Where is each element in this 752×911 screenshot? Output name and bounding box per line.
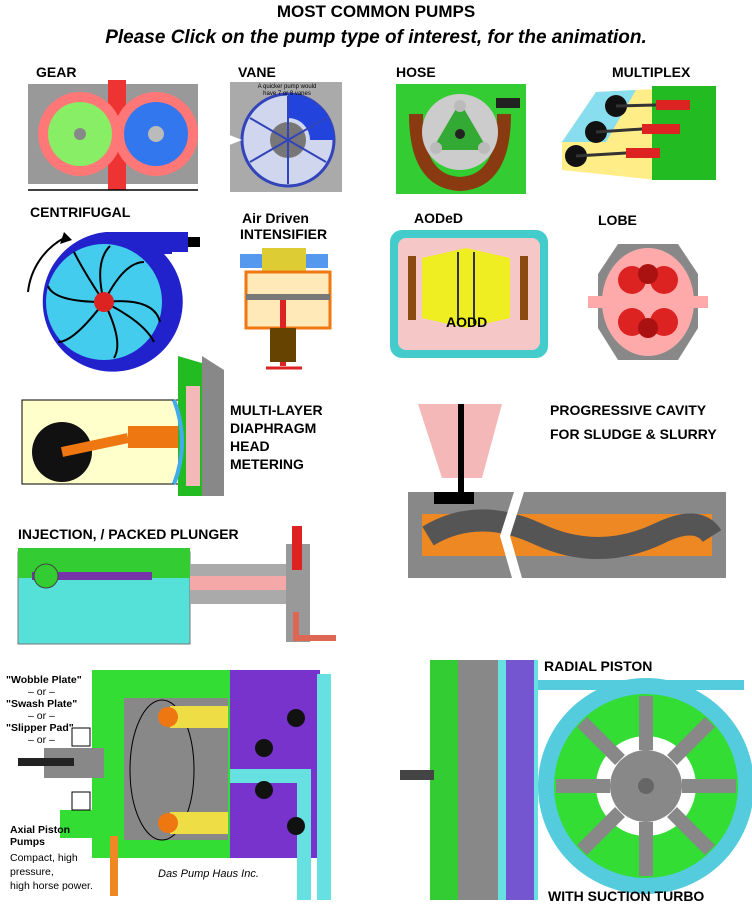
axial-alt-5: "Slipper Pad" [6, 722, 74, 734]
intensifier-pump-link[interactable]: Air Driven INTENSIFIER [232, 208, 342, 378]
lobe-pump-link[interactable]: LOBE [588, 210, 708, 368]
aoded-pump-icon [390, 230, 548, 358]
multiplex-label: MULTIPLEX [612, 64, 691, 80]
progressive-cavity-pump-link[interactable]: PROGRESSIVE CAVITY FOR SLUDGE & SLURRY [398, 396, 744, 586]
hose-pump-icon [396, 84, 526, 194]
axial-label-2: Pumps [10, 836, 46, 848]
multiplex-pump-icon [562, 86, 716, 180]
lobe-label: LOBE [598, 212, 637, 228]
vane-note: A quicker pump would have 7 or 8 vanes [257, 84, 317, 97]
axial-desc-3: high horse power. [10, 880, 93, 892]
diaphragm-label-1: MULTI-LAYER [230, 402, 323, 418]
diaphragm-pump-icon [21, 356, 224, 496]
injection-pump-link[interactable]: INJECTION, / PACKED PLUNGER [16, 520, 346, 652]
axial-piston-pump-icon [18, 670, 331, 900]
diaphragm-pump-link[interactable]: MULTI-LAYER DIAPHRAGM HEAD METERING [18, 356, 348, 496]
axial-alt-6: – or – [28, 734, 55, 746]
radial-piston-pump-icon [400, 660, 752, 900]
page-subtitle: Please Click on the pump type of interes… [105, 27, 647, 48]
credit-text: Das Pump Haus Inc. [158, 868, 259, 880]
progressive-label-1: PROGRESSIVE CAVITY [550, 402, 707, 418]
gear-pump-link[interactable]: GEAR [18, 62, 208, 197]
lobe-pump-icon [588, 244, 708, 360]
multiplex-pump-link[interactable]: MULTIPLEX [556, 62, 724, 187]
vane-label: VANE [238, 64, 276, 80]
gear-pump-icon [28, 80, 198, 191]
diaphragm-label-2: DIAPHRAGM [230, 420, 317, 436]
injection-label: INJECTION, / PACKED PLUNGER [18, 526, 239, 542]
axial-alt-4: – or – [28, 710, 55, 722]
diaphragm-label-4: METERING [230, 456, 304, 472]
vane-pump-link[interactable]: VANE A quicker pump would have 7 or 8 va… [222, 62, 347, 197]
axial-alt-3: "Swash Plate" [6, 698, 78, 710]
radial-sublabel: WITH SUCTION TURBO [548, 888, 705, 904]
diaphragm-label-3: HEAD [230, 438, 270, 454]
centrifugal-pump-link[interactable]: CENTRIFUGAL [14, 202, 204, 377]
injection-pump-icon [17, 526, 336, 645]
centrifugal-label: CENTRIFUGAL [30, 204, 131, 220]
intensifier-label: INTENSIFIER [240, 226, 328, 242]
axial-piston-pump-link[interactable]: "Wobble Plate" – or – "Swash Plate" – or… [4, 660, 350, 910]
radial-label: RADIAL PISTON [544, 658, 653, 674]
aoded-label: AODeD [414, 210, 464, 226]
page-title: MOST COMMON PUMPS [276, 2, 476, 21]
axial-desc-1: Compact, high [10, 852, 78, 864]
vane-pump-icon [222, 82, 342, 192]
intensifier-pump-icon [240, 248, 332, 370]
hose-pump-link[interactable]: HOSE [392, 62, 530, 197]
hose-label: HOSE [396, 64, 436, 80]
progressive-label-2: FOR SLUDGE & SLURRY [550, 426, 717, 442]
centrifugal-pump-icon [27, 232, 200, 372]
aoded-pump-link[interactable]: AODeD AODD [386, 208, 552, 368]
gear-label: GEAR [36, 64, 77, 80]
axial-alt-1: "Wobble Plate" [6, 674, 82, 686]
axial-alt-2: – or – [28, 686, 55, 698]
aodd-label: AODD [446, 314, 488, 330]
progressive-cavity-pump-icon [408, 404, 726, 578]
axial-label-1: Axial Piston [10, 824, 71, 836]
air-driven-label: Air Driven [242, 210, 309, 226]
radial-piston-pump-link[interactable]: RADIAL PISTON WITH SUCTION TURBO [396, 652, 752, 908]
axial-desc-2: pressure, [10, 866, 54, 878]
